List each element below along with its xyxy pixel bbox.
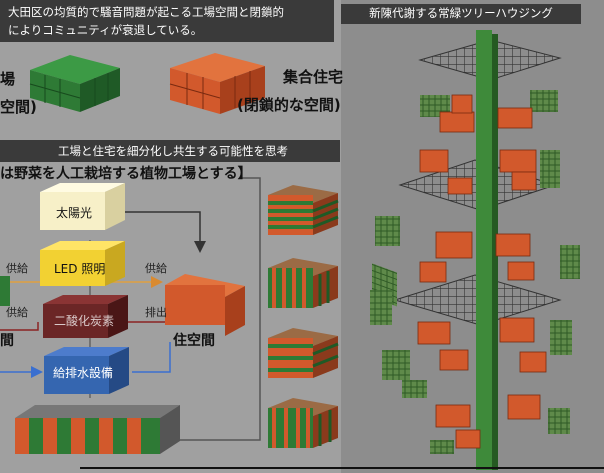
factory-block	[29, 55, 120, 112]
top-banner: 大田区の均質的で騒音問題が起こる工場空間と閉鎖的 によりコミュニティが衰退してい…	[0, 0, 334, 42]
banner-line-2: によりコミュニティが衰退している。	[8, 23, 203, 37]
sunlight-label: 太陽光	[56, 206, 93, 220]
section2-header: 工場と住宅を細分化し共生する可能性を思考	[58, 144, 288, 158]
sunlight-box	[40, 183, 125, 230]
tree-housing-title: 新陳代謝する常緑ツリーハウジング	[369, 6, 553, 20]
factory-label-top: 場	[0, 70, 16, 88]
exhaust-label: 排出	[145, 306, 167, 319]
cube-stack	[268, 185, 339, 448]
housing-label-bottom: (閉鎖的な空間)	[237, 96, 341, 114]
factory-label-bottom: 空間)	[0, 98, 37, 116]
section2-subtitle: は野菜を人工栽培する植物工場とする】	[0, 166, 252, 182]
co2-box	[43, 295, 128, 338]
water-system-box	[44, 347, 129, 394]
supply-lower-label: 供給	[6, 306, 28, 319]
residence-box	[165, 274, 245, 336]
banner-line-1: 大田区の均質的で騒音問題が起こる工場空間と閉鎖的	[8, 5, 284, 19]
led-label: LED 照明	[54, 262, 106, 276]
housing-block	[169, 53, 265, 114]
striped-slab	[15, 405, 180, 454]
supply-right-label: 供給	[145, 262, 167, 275]
co2-label: 二酸化炭素	[54, 314, 115, 328]
supply-left-label: 供給	[6, 262, 28, 275]
water-label: 給排水設備	[53, 366, 114, 380]
housing-label-top: 集合住宅	[283, 68, 344, 86]
left-partial-label: 間	[0, 333, 14, 349]
tree-housing-illustration	[370, 30, 580, 470]
residence-label: 住空間	[173, 333, 215, 349]
led-lighting-box	[40, 241, 125, 286]
tree-housing-header: 新陳代謝する常緑ツリーハウジング	[341, 4, 581, 24]
